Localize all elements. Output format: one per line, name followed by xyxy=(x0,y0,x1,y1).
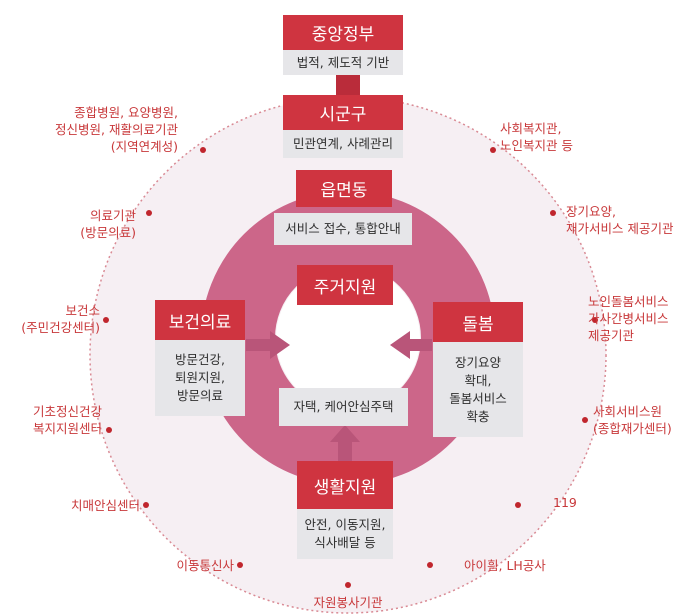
health-title: 보건의료 xyxy=(155,300,245,340)
district-desc: 민관연계, 사례관리 xyxy=(283,130,403,158)
label-ltc: 장기요양, 재가서비스 제공기관 xyxy=(566,204,674,236)
label-mental-health: 기초정신건강 복지지원센터 xyxy=(32,404,102,436)
label-dementia: 치매안심센터 xyxy=(70,498,140,513)
ring-dot xyxy=(515,502,521,508)
label-emergency: 119 xyxy=(553,495,577,510)
label-clinics: 의료기관 (방문의료) xyxy=(80,208,136,240)
housing-desc: 자택, 케어안심주택 xyxy=(279,388,408,426)
living-desc: 안전, 이동지원, 식사배달 등 xyxy=(297,509,393,559)
district-title: 시군구 xyxy=(283,95,403,130)
label-volunteer: 자원봉사기관 xyxy=(313,595,383,610)
ring-dot xyxy=(592,317,598,323)
ring-dot xyxy=(143,502,149,508)
label-telecom: 이동통신사 xyxy=(176,558,234,573)
care-desc: 장기요양 확대, 돌봄서비스 확충 xyxy=(433,342,523,437)
label-social-service: 사회서비스원 (종합재가센터) xyxy=(593,404,672,436)
ring-dot xyxy=(200,147,206,153)
ring-dot xyxy=(550,210,556,216)
ring-dot xyxy=(582,417,588,423)
label-children-lh: 아이흼, LH공사 xyxy=(464,558,546,573)
arrow-left xyxy=(390,331,432,359)
town-title: 읍면동 xyxy=(296,170,392,207)
town-desc: 서비스 접수, 통합안내 xyxy=(274,213,412,245)
arrow-up xyxy=(330,425,360,462)
health-desc: 방문건강, 퇴원지원, 방문의료 xyxy=(155,340,245,416)
arrow-right xyxy=(246,331,290,359)
label-hospitals: 종합병원, 요양병원, 정신병원, 재활의료기관 (지역연계성) xyxy=(55,105,178,154)
vertical-connector xyxy=(336,75,360,95)
label-elderly-care: 노인돌봄서비스 가사간병서비스 제공기관 xyxy=(588,294,669,343)
living-title: 생활지원 xyxy=(297,461,393,509)
ring-dot xyxy=(146,210,152,216)
housing-title: 주거지원 xyxy=(297,265,393,305)
ring-dot xyxy=(237,562,243,568)
central-gov-title: 중앙정부 xyxy=(283,15,403,50)
ring-dot xyxy=(106,427,112,433)
central-gov-desc: 법적, 제도적 기반 xyxy=(283,50,403,75)
ring-dot xyxy=(427,562,433,568)
label-health-center: 보건소 (주민건강센터) xyxy=(21,303,100,335)
ring-dot xyxy=(345,582,351,588)
ring-dot xyxy=(103,317,109,323)
ring-dot xyxy=(490,147,496,153)
label-welfare: 사회복지관, 노인복지관 등 xyxy=(500,121,573,153)
care-title: 돌봄 xyxy=(433,302,523,342)
